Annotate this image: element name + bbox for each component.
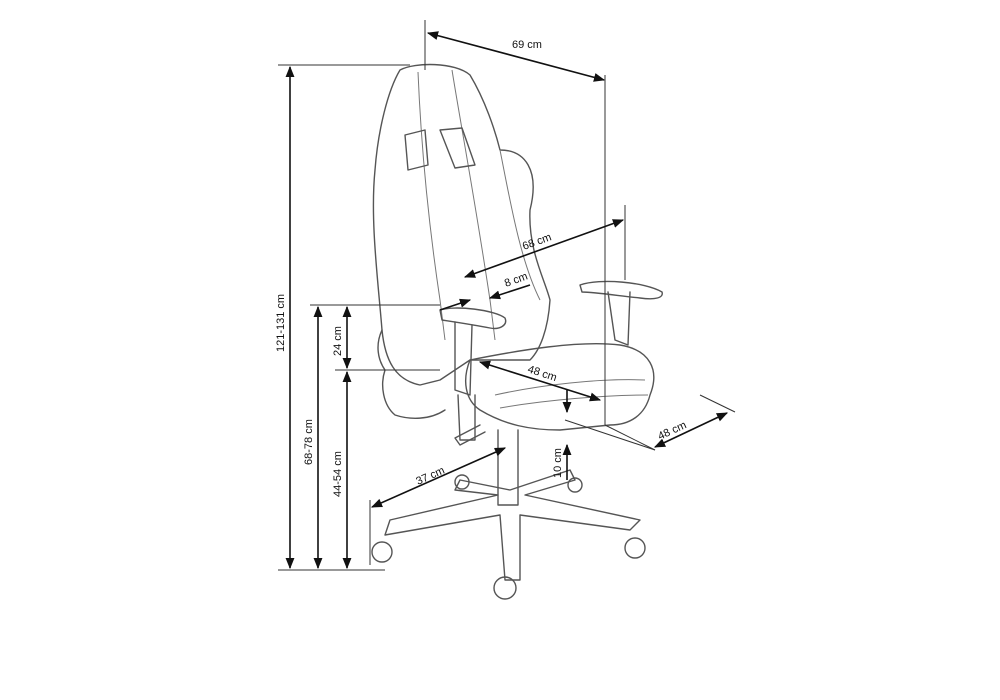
dim-armrest-width <box>439 298 472 311</box>
label-base-radius: 37 cm <box>414 465 446 488</box>
label-backrest-above-arm: 24 cm <box>332 326 344 356</box>
caster-back-right <box>567 477 583 493</box>
label-width-overall: 69 cm <box>512 39 542 51</box>
backrest-stripe-right <box>451 69 496 341</box>
armrest-left-post <box>454 321 473 396</box>
dim-width-overall <box>426 31 606 82</box>
seat-cushion <box>464 343 655 431</box>
tilt-lever <box>454 424 486 446</box>
seat-stripe-2 <box>499 394 649 409</box>
armrest-right-post <box>607 291 631 346</box>
harness-slot-left <box>404 129 429 171</box>
chair-illustration <box>371 63 663 600</box>
label-height-total: 121-131 cm <box>275 294 287 352</box>
backrest-outline <box>372 63 551 386</box>
dimension-lines <box>278 20 736 571</box>
label-seat-depth-overall: 68 cm <box>521 231 553 253</box>
backrest-stripe-left <box>417 71 446 341</box>
dimension-labels: 69 cm 121-131 cm 68-78 cm 24 cm 44-54 cm… <box>275 39 688 497</box>
dim-base-radius <box>370 447 507 508</box>
caster-right <box>624 537 646 559</box>
armrest-left-pad <box>439 307 507 330</box>
dim-seat-depth-overall <box>463 219 625 278</box>
backrest-lower <box>377 329 446 419</box>
label-seat-cushion: 10 cm <box>552 448 564 478</box>
dim-seat-width <box>478 360 602 402</box>
harness-slot-right <box>439 127 476 169</box>
seat-stripe-1 <box>494 379 646 396</box>
star-base <box>384 469 641 581</box>
armrest-left-base <box>457 394 476 441</box>
dim-depth-side <box>653 412 729 448</box>
gas-cylinder <box>497 429 519 506</box>
label-armrest-height: 68-78 cm <box>303 419 315 465</box>
caster-front <box>493 576 517 600</box>
armrest-right-pad <box>579 280 663 300</box>
caster-left <box>371 541 393 563</box>
label-seat-height: 44-54 cm <box>332 451 344 497</box>
